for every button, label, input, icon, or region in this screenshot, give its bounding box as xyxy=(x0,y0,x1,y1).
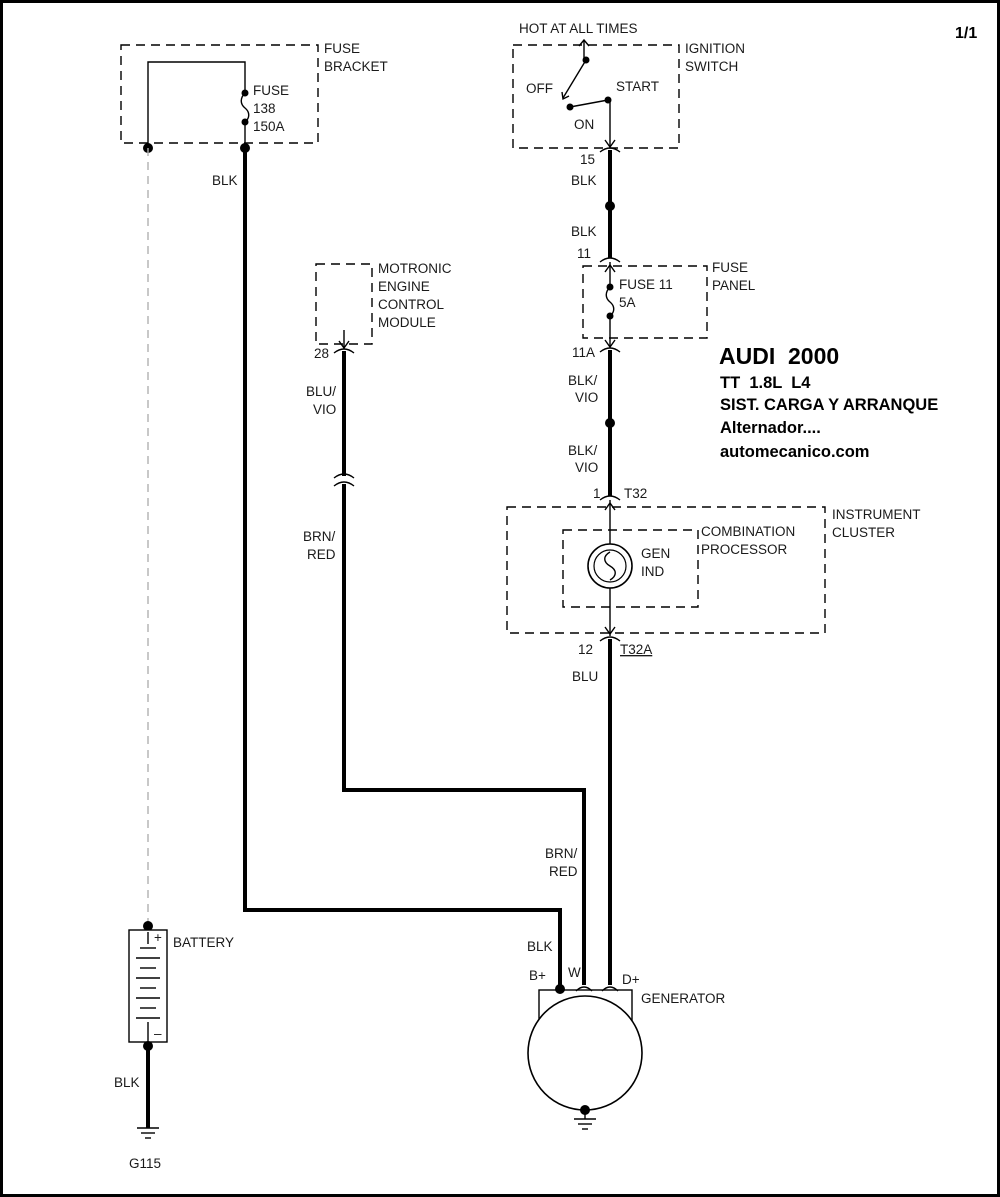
terminal-d-connector xyxy=(601,986,619,992)
wire-brn-red xyxy=(342,484,586,985)
fuse-bracket-label-1: FUSE xyxy=(324,41,360,56)
instrument-cluster-box xyxy=(506,506,826,634)
ignition-switch-box xyxy=(512,44,680,149)
gen-ind-label-1: GEN xyxy=(641,546,670,561)
instrument-cluster: 1 T32 GEN IND COMBINATION PROCESSOR INST… xyxy=(506,486,921,657)
connector-28 xyxy=(333,348,355,354)
hot-at-all-times-label: HOT AT ALL TIMES xyxy=(519,21,638,36)
combination-processor-label-2: PROCESSOR xyxy=(701,542,788,557)
generator-body xyxy=(527,995,643,1111)
fuse-138-label-3: 150A xyxy=(253,119,285,134)
title-make: AUDI 2000 xyxy=(719,343,839,369)
combination-processor-label-1: COMBINATION xyxy=(701,524,795,539)
title-model: TT 1.8L L4 xyxy=(720,374,811,392)
ignition-off-label: OFF xyxy=(526,81,553,96)
ignition-switch-label-2: SWITCH xyxy=(685,59,738,74)
terminal-w-connector xyxy=(575,986,593,992)
pin-12-label: 12 xyxy=(578,642,593,657)
ignition-switch: HOT AT ALL TIMES OFF START ON IGNITION S… xyxy=(512,21,745,167)
gen-ind-label-2: IND xyxy=(641,564,665,579)
ecm-box xyxy=(315,263,373,345)
terminal-w-label: W xyxy=(568,965,581,980)
conn-t32-label: T32 xyxy=(624,486,647,501)
ecm-label-1: MOTRONIC xyxy=(378,261,452,276)
wire-label-blk-vio-2b: VIO xyxy=(575,460,598,475)
fuse-bracket: FUSE BRACKET FUSE 138 150A xyxy=(120,41,388,153)
wire-label-brn-red-1a: BRN/ xyxy=(303,529,336,544)
connector-11 xyxy=(599,257,621,263)
battery-minus: – xyxy=(154,1026,162,1041)
pin-1-label: 1 xyxy=(593,486,601,501)
terminal-d-label: D+ xyxy=(622,972,640,987)
inline-connector xyxy=(333,473,355,479)
title-block: AUDI 2000 TT 1.8L L4 SIST. CARGA Y ARRAN… xyxy=(719,343,938,461)
connector-15 xyxy=(599,147,621,153)
wire-label-blk-ign: BLK xyxy=(571,173,597,188)
instrument-cluster-label-1: INSTRUMENT xyxy=(832,507,921,522)
generator: B+ W D+ GENERATOR xyxy=(527,965,726,1130)
fuse-138-label-1: FUSE xyxy=(253,83,289,98)
fuse-11-label-2: 5A xyxy=(619,295,636,310)
wire-label-blk-fuse: BLK xyxy=(212,173,238,188)
fuse-11-symbol xyxy=(605,286,615,317)
wire-label-blk-vio-1a: BLK/ xyxy=(568,373,598,388)
wire-label-blk-vio-1b: VIO xyxy=(575,390,598,405)
pin-28-label: 28 xyxy=(314,346,329,361)
wire-label-blk-bat: BLK xyxy=(114,1075,140,1090)
page-number: 1/1 xyxy=(955,25,977,42)
fuse-138-label-2: 138 xyxy=(253,101,276,116)
combination-processor-box xyxy=(562,529,699,608)
ground-g115-icon xyxy=(137,1127,159,1139)
title-site: automecanico.com xyxy=(720,443,869,461)
wire-label-blu-vio-b: VIO xyxy=(313,402,336,417)
lamp-filament xyxy=(604,551,616,581)
wire-blk-main xyxy=(243,146,562,990)
motronic-ecm: MOTRONIC ENGINE CONTROL MODULE 28 xyxy=(314,261,452,361)
ecm-label-3: CONTROL xyxy=(378,297,444,312)
connector-t32a xyxy=(599,636,621,642)
fuse-panel: 11 11A FUSE 11 5A FUSE PANEL xyxy=(572,246,756,360)
wire-label-blk-mid: BLK xyxy=(571,224,597,239)
battery-plus: + xyxy=(154,930,162,945)
ignition-switch-label-1: IGNITION xyxy=(685,41,745,56)
generator-ground-icon xyxy=(574,1110,596,1130)
title-subject: Alternador.... xyxy=(720,419,821,437)
fuse-panel-label-1: FUSE xyxy=(712,260,748,275)
ignition-on-label: ON xyxy=(574,117,594,132)
pin-15-label: 15 xyxy=(580,152,595,167)
connector-t32 xyxy=(599,495,621,501)
fuse-138-symbol xyxy=(240,92,250,123)
wire-label-blu-vio-a: BLU/ xyxy=(306,384,336,399)
wire-label-brn-red-2b: RED xyxy=(549,864,578,879)
battery-label: BATTERY xyxy=(173,935,234,950)
fuse-bracket-box xyxy=(120,44,319,144)
connector-11a xyxy=(599,347,621,353)
terminal-b-label: B+ xyxy=(529,968,546,983)
battery: + – BATTERY xyxy=(128,921,234,1051)
ignition-start-label: START xyxy=(616,79,659,94)
fuse-panel-box xyxy=(582,265,708,339)
wire-label-brn-red-1b: RED xyxy=(307,547,336,562)
fuse-panel-label-2: PANEL xyxy=(712,278,756,293)
ecm-label-4: MODULE xyxy=(378,315,436,330)
pin-11a-label: 11A xyxy=(572,345,595,360)
fuse-bracket-label-2: BRACKET xyxy=(324,59,388,74)
pin-11-label: 11 xyxy=(577,246,591,261)
wire-label-brn-red-2a: BRN/ xyxy=(545,846,578,861)
fuse-bracket-bus xyxy=(147,61,246,147)
ignition-switch-arm xyxy=(562,59,587,99)
wire-label-blu: BLU xyxy=(572,669,598,684)
ground-g115-label: G115 xyxy=(129,1156,161,1171)
fuse-11-label-1: FUSE 11 xyxy=(619,277,673,292)
wire-label-blk-gen: BLK xyxy=(527,939,553,954)
title-system: SIST. CARGA Y ARRANQUE xyxy=(720,396,938,414)
instrument-cluster-label-2: CLUSTER xyxy=(832,525,895,540)
ecm-label-2: ENGINE xyxy=(378,279,430,294)
conn-t32a-label: T32A xyxy=(620,642,652,657)
generator-label: GENERATOR xyxy=(641,991,726,1006)
wire-label-blk-vio-2a: BLK/ xyxy=(568,443,598,458)
